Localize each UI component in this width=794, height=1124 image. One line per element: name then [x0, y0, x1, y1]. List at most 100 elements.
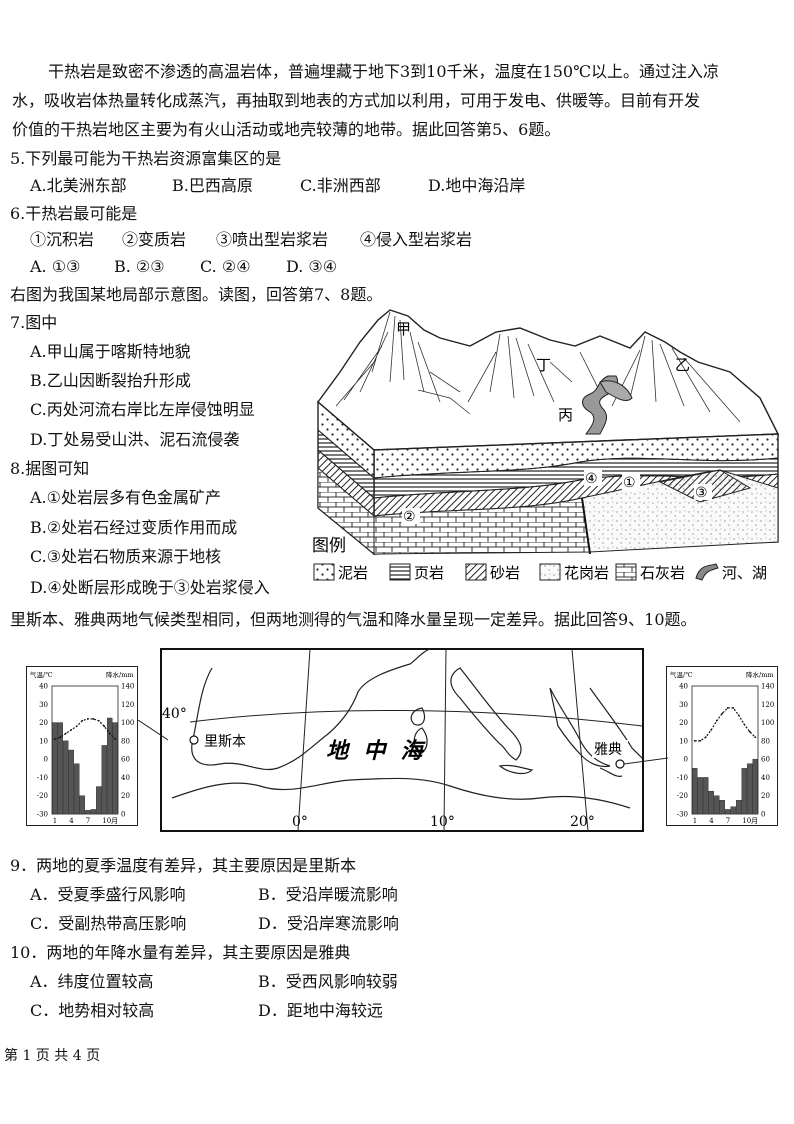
athens-precip-bar — [752, 758, 758, 815]
lisbon-temp-axis-title: 气温/℃ — [30, 670, 52, 679]
legend: 泥岩 页岩 砂岩 花岗岩 石灰岩 河、湖 — [313, 563, 767, 582]
lisbon-temp-line — [54, 718, 116, 740]
lisbon-temp-point — [114, 738, 117, 740]
lisbon-temp-tick: -30 — [37, 811, 48, 819]
q5-stem: 5.下列最可能为干热岩资源富集区的是 — [10, 149, 282, 168]
lon-label-0: 0° — [292, 814, 308, 830]
athens-temp-axis-title: 气温/℃ — [670, 670, 692, 679]
athens-temp-point — [737, 714, 740, 717]
athens-x-tick: 10月 — [742, 817, 758, 825]
intro-q7-q8: 右图为我国某地局部示意图。读图，回答第7、8题。 — [10, 285, 383, 304]
athens-precip-tick: 100 — [761, 719, 774, 727]
q8-option-a: A.①处岩层多有色金属矿产 — [30, 488, 221, 507]
label-3: ③ — [695, 485, 708, 501]
latitude-40-line — [189, 709, 643, 727]
athens-precip-bar — [697, 777, 703, 815]
q6-choice-1: ①沉积岩 — [30, 230, 95, 249]
intro-line-3: 价值的干热岩地区主要为有火山活动或地壳较薄的地带。据此回答第5、6题。 — [12, 120, 561, 139]
lisbon-precip-bar — [107, 717, 113, 815]
lisbon-precip-tick: 60 — [121, 756, 130, 764]
legend-limestone: 石灰岩 — [640, 564, 685, 582]
lisbon-x-tick: 4 — [69, 817, 74, 825]
label-yi: 乙 — [675, 356, 690, 374]
athens-precip-tick: 140 — [761, 683, 774, 691]
lisbon-temp-tick: 10 — [39, 737, 48, 745]
athens-precip-tick: 0 — [761, 811, 765, 819]
legend-swatch-limestone — [615, 563, 637, 581]
legend-swatch-shale — [389, 563, 411, 581]
athens-connector — [624, 757, 668, 765]
athens-temp-tick: 40 — [679, 683, 688, 691]
lisbon-precip-bar — [90, 809, 96, 815]
lisbon-marker — [189, 735, 199, 745]
athens-precip-bar — [692, 768, 698, 815]
intro-q9-q10: 里斯本、雅典两地气候类型相同，但两地测得的气温和降水量呈现一定差异。据此回答9、… — [10, 610, 697, 629]
legend-mudstone: 泥岩 — [338, 564, 368, 582]
athens-temp-tick: -10 — [677, 774, 688, 782]
lisbon-temp-tick: -10 — [37, 774, 48, 782]
label-1: ① — [623, 475, 636, 491]
lisbon-temp-tick: -20 — [37, 792, 48, 800]
legend-river-lake: 河、湖 — [722, 564, 767, 582]
lisbon-temp-tick: 30 — [39, 701, 48, 709]
athens-precip-axis-title: 降水/mm — [746, 670, 774, 679]
athens-temp-tick: 20 — [679, 719, 688, 727]
q7-option-a: A.甲山属于喀斯特地貌 — [30, 342, 191, 361]
lisbon-plot-frame — [51, 685, 119, 815]
q7-option-d: D.丁处易受山洪、泥石流侵袭 — [30, 430, 240, 449]
q6-choice-2: ②变质岩 — [122, 230, 187, 249]
legend-swatch-granite — [539, 563, 561, 581]
geologic-block-diagram: 甲 乙 丙 丁 ① ② ③ ④ 图例 泥岩 页岩 砂岩 花岗岩 石灰岩 河、湖 — [312, 309, 780, 582]
lisbon-temp-tick: 40 — [39, 683, 48, 691]
athens-marker — [615, 759, 625, 769]
lisbon-temp-point — [64, 732, 67, 735]
q8-option-c: C.③处岩石物质来源于地核 — [30, 547, 222, 566]
lisbon-precip-bar — [68, 749, 74, 815]
lisbon-label: 里斯本 — [204, 734, 246, 750]
lat-label-40: 40° — [162, 706, 187, 722]
athens-precip-bar — [708, 790, 714, 815]
q6-stem: 6.干热岩最可能是 — [10, 204, 138, 223]
legend-granite: 花岗岩 — [564, 564, 609, 582]
lisbon-precip-bar — [63, 740, 69, 815]
legend-swatch-mudstone — [313, 563, 335, 581]
label-2: ② — [403, 509, 416, 525]
lisbon-temp-point — [97, 719, 100, 722]
label-jia: 甲 — [396, 320, 411, 338]
label-4: ④ — [585, 471, 598, 487]
lisbon-temp-tick: 0 — [44, 756, 48, 764]
lisbon-temp-point — [70, 728, 73, 731]
athens-temp-point — [699, 739, 702, 742]
athens-precip-bar — [719, 800, 725, 815]
athens-precip-tick: 80 — [761, 737, 770, 745]
q10-option-a: A．纬度位置较高 — [30, 972, 154, 991]
mountain-terrain — [317, 309, 780, 451]
athens-temp-tick: -20 — [677, 792, 688, 800]
q10-option-d: D．距地中海较远 — [258, 1001, 383, 1020]
q5-option-b: B.巴西高原 — [172, 176, 253, 195]
lisbon-precip-bar — [85, 810, 91, 815]
q7-stem: 7.图中 — [10, 313, 58, 332]
athens-temp-point — [726, 707, 729, 709]
q9-option-c: C．受副热带高压影响 — [30, 914, 187, 933]
lon-label-10: 10° — [430, 814, 455, 830]
mediterranean-map: 里斯本 雅典 40° 0° 10° 20° 地 中 海 — [160, 648, 644, 832]
athens-precip-bar — [725, 809, 731, 815]
lisbon-temp-point — [108, 732, 111, 735]
athens-temp-point — [715, 719, 718, 722]
q7-option-b: B.乙山因断裂抬升形成 — [30, 371, 191, 390]
q8-stem: 8.据图可知 — [10, 459, 90, 478]
athens-temp-point — [721, 712, 724, 715]
lisbon-precip-tick: 120 — [121, 701, 134, 709]
page-footer: 第 1 页 共 4 页 — [4, 1048, 101, 1064]
q5-option-d: D.地中海沿岸 — [428, 176, 526, 195]
lisbon-connector — [138, 720, 168, 741]
lisbon-temp-point — [103, 725, 106, 728]
lisbon-precip-tick: 100 — [121, 719, 134, 727]
athens-precip-bar — [703, 777, 709, 815]
q6-option-b: B. ②③ — [114, 257, 165, 276]
athens-precip-bar — [714, 795, 720, 815]
athens-precip-bar — [747, 763, 753, 815]
q10-stem: 10．两地的年降水量有差异，其主要原因是雅典 — [10, 943, 351, 962]
